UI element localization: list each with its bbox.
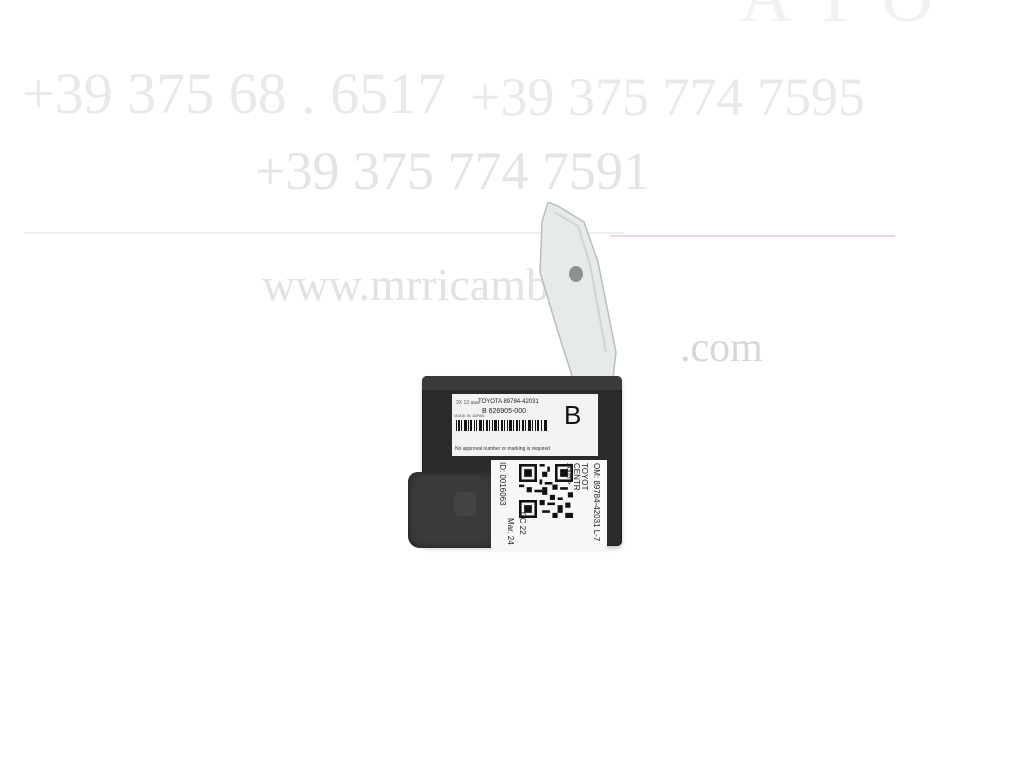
part-label-number: B 626905-000: [482, 408, 526, 415]
housing-top-edge: [422, 376, 622, 390]
tag-date-line: Mar. 24: [506, 518, 515, 545]
part-label-model: TOYOTA 89784-42031: [478, 399, 539, 405]
metal-bracket: [539, 202, 617, 389]
watermark-phone-3: +39 375 774 7591: [255, 141, 650, 201]
part-label-approval-note: No approval number or marking is require…: [455, 446, 551, 452]
tag-line-toyota: TOYOT: [580, 463, 589, 491]
watermark-top-fragment: A T O: [740, 0, 937, 39]
watermark-email-end: .com: [680, 325, 763, 371]
tag-line-centr: CENTR: [572, 463, 581, 491]
part-label: 3X 13 aaa TOYOTA 89784-42031 MADE IN JAP…: [452, 394, 598, 456]
watermark-phone-2: +39 375 774 7595: [470, 67, 865, 127]
watermark-divider-tinted: [610, 235, 895, 237]
qr-code-icon: [519, 464, 573, 518]
tag-om-line: OM: 89784-42031 L-7: [592, 463, 601, 542]
tag-id-line: ID: 0016063: [498, 462, 507, 506]
part-label-made-in: MADE IN JAPAN: [454, 413, 485, 418]
part-label-letter: B: [564, 400, 582, 430]
electronic-module: 3X 13 aaa TOYOTA 89784-42031 MADE IN JAP…: [408, 202, 628, 552]
watermark-phone-1: +39 375 68 . 6517: [22, 61, 447, 126]
tag-line-year: 2005 >: [565, 463, 572, 485]
watermark-divider: [24, 232, 624, 234]
qr-tag-label: OM: 89784-42031 L-7 TOYOT CENTR 2005 > I…: [491, 460, 607, 550]
foam-bump: [454, 492, 476, 516]
foam-pad: [408, 472, 494, 548]
tag-cc-line: CC 22: [518, 512, 527, 535]
bracket-hole: [569, 266, 583, 282]
barcode-icon: [456, 420, 547, 431]
part-label-small-code: 3X 13 aaa: [456, 400, 479, 406]
